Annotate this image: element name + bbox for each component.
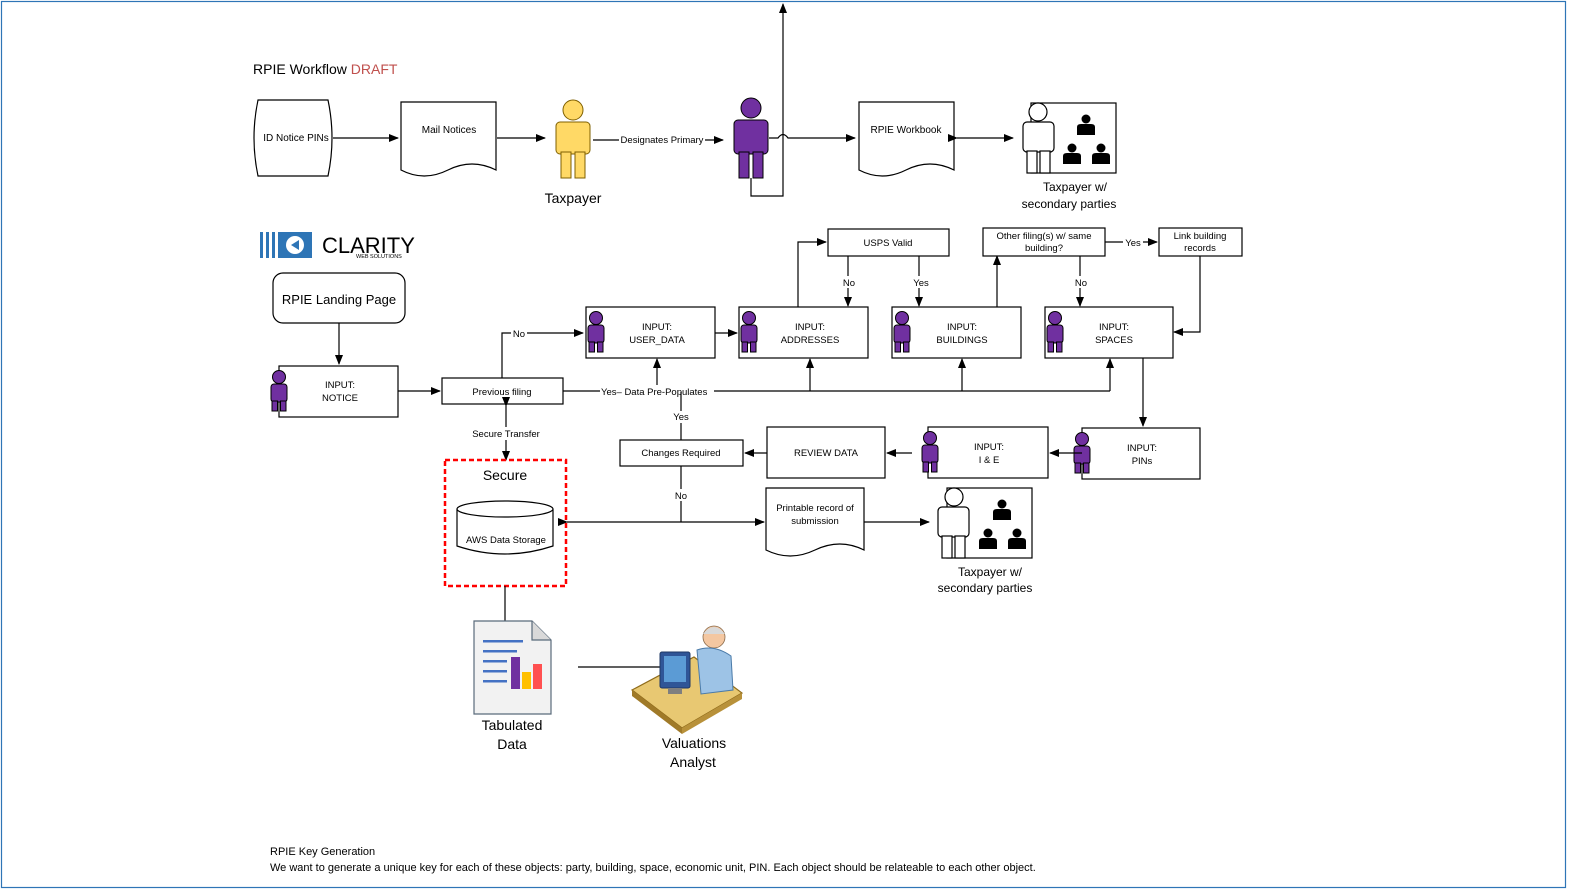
svg-text:AWS Data Storage: AWS Data Storage: [466, 535, 546, 546]
input-ie-node: INPUT: I & E: [921, 426, 1049, 479]
svg-text:NOTICE: NOTICE: [322, 393, 358, 404]
svg-text:Other filing(s) w/ same: Other filing(s) w/ same: [996, 231, 1091, 242]
label-other-yes: Yes: [1125, 238, 1141, 249]
svg-text:RPIE Workbook: RPIE Workbook: [871, 125, 943, 136]
svg-text:USER_DATA: USER_DATA: [629, 335, 685, 346]
primary-user-icon: [733, 97, 769, 179]
svg-text:Mail Notices: Mail Notices: [422, 125, 476, 136]
tabulated-label-1: Tabulated: [482, 717, 543, 733]
label-changes-yes: Yes: [673, 412, 689, 423]
svg-text:Changes Required: Changes Required: [641, 448, 720, 459]
link-building-node: Link building records: [1158, 227, 1243, 257]
secondary-bottom-label-2: secondary parties: [938, 581, 1033, 595]
edge-addr-to-usps: [797, 238, 827, 307]
svg-text:Secure: Secure: [483, 467, 528, 483]
svg-text:building?: building?: [1025, 243, 1063, 254]
diagram-title: RPIE Workflow DRAFT: [253, 61, 398, 77]
id-notice-pins-node: ID Notice PINs: [253, 99, 333, 177]
svg-text:PINs: PINs: [1132, 456, 1153, 467]
svg-text:INPUT:: INPUT:: [325, 380, 355, 391]
edge-link-to-spaces: [1173, 256, 1201, 336]
svg-text:SPACES: SPACES: [1095, 335, 1133, 346]
tabulated-label-2: Data: [497, 736, 527, 752]
svg-text:RPIE Landing Page: RPIE Landing Page: [282, 292, 396, 307]
label-usps-yes: Yes: [913, 278, 929, 289]
edge-primary-up: [750, 3, 787, 197]
svg-text:Link building: Link building: [1174, 231, 1227, 242]
input-user-data-node: INPUT: USER_DATA: [585, 306, 716, 359]
logo-name: CLARITY: [322, 233, 415, 258]
label-prev-no: No: [513, 329, 525, 340]
svg-text:INPUT:: INPUT:: [1099, 322, 1129, 333]
label-other-no: No: [1075, 278, 1087, 289]
svg-text:Printable record of: Printable record of: [776, 503, 854, 514]
valuations-analyst-icon: [630, 625, 744, 734]
input-buildings-node: INPUT: BUILDINGS: [891, 306, 1022, 359]
svg-text:ID Notice PINs: ID Notice PINs: [263, 133, 329, 144]
label-usps-no: No: [843, 278, 855, 289]
svg-text:INPUT:: INPUT:: [947, 322, 977, 333]
secondary-parties-bottom-icon: [937, 487, 1033, 559]
svg-text:ADDRESSES: ADDRESSES: [781, 335, 840, 346]
svg-text:I & E: I & E: [979, 455, 1000, 466]
landing-page-node: RPIE Landing Page: [272, 272, 406, 324]
svg-text:BUILDINGS: BUILDINGS: [936, 335, 987, 346]
svg-text:records: records: [1184, 243, 1216, 254]
svg-text:INPUT:: INPUT:: [1127, 443, 1157, 454]
other-filing-node: Other filing(s) w/ same building?: [982, 227, 1106, 257]
label-prev-yes: Yes– Data Pre-Populates: [601, 387, 708, 398]
edge-primary-to-workbook: [769, 133, 856, 142]
input-addresses-node: INPUT: ADDRESSES: [738, 306, 869, 359]
rpie-workbook-node: RPIE Workbook: [858, 101, 955, 177]
edge-prev-no: [501, 329, 584, 378]
svg-text:INPUT:: INPUT:: [974, 442, 1004, 453]
label-designates-primary: Designates Primary: [621, 135, 704, 146]
secondary-parties-top-icon: [1022, 102, 1117, 174]
input-pins-node: INPUT: PINs: [1073, 427, 1201, 480]
draft-tag: DRAFT: [351, 61, 398, 77]
usps-valid-node: USPS Valid: [827, 228, 950, 257]
svg-text:USPS Valid: USPS Valid: [864, 238, 913, 249]
secondary-top-label-2: secondary parties: [1022, 197, 1117, 211]
taxpayer-icon: [555, 99, 591, 179]
input-notice-node: INPUT: NOTICE: [270, 365, 399, 418]
svg-text:INPUT:: INPUT:: [642, 322, 672, 333]
mail-notices-node: Mail Notices: [400, 101, 497, 177]
svg-text:submission: submission: [791, 516, 839, 527]
analyst-label-2: Analyst: [670, 754, 716, 770]
label-secure-transfer: Secure Transfer: [472, 429, 540, 440]
secondary-top-label-1: Taxpayer w/: [1043, 180, 1108, 194]
svg-text:REVIEW DATA: REVIEW DATA: [794, 448, 859, 459]
printable-record-node: Printable record of submission: [765, 487, 865, 557]
previous-filing-node: Previous filing: [441, 377, 564, 405]
tabulated-data-icon: [473, 620, 552, 715]
taxpayer-label: Taxpayer: [545, 190, 602, 206]
secondary-bottom-label-1: Taxpayer w/: [958, 565, 1023, 579]
notes-heading: RPIE Key Generation: [270, 846, 375, 858]
review-data-node: REVIEW DATA: [766, 426, 886, 479]
svg-text:INPUT:: INPUT:: [795, 322, 825, 333]
svg-text:Previous filing: Previous filing: [472, 387, 531, 398]
clarity-logo: CLARITY WEB SOLUTIONS: [260, 232, 415, 260]
label-changes-no: No: [675, 491, 687, 502]
analyst-label-1: Valuations: [662, 735, 726, 751]
logo-tagline: WEB SOLUTIONS: [356, 254, 402, 260]
changes-required-node: Changes Required: [619, 439, 744, 467]
secure-zone: Secure AWS Data Storage: [443, 458, 568, 588]
input-spaces-node: INPUT: SPACES: [1044, 306, 1174, 359]
notes-body: We want to generate a unique key for eac…: [270, 862, 1036, 874]
